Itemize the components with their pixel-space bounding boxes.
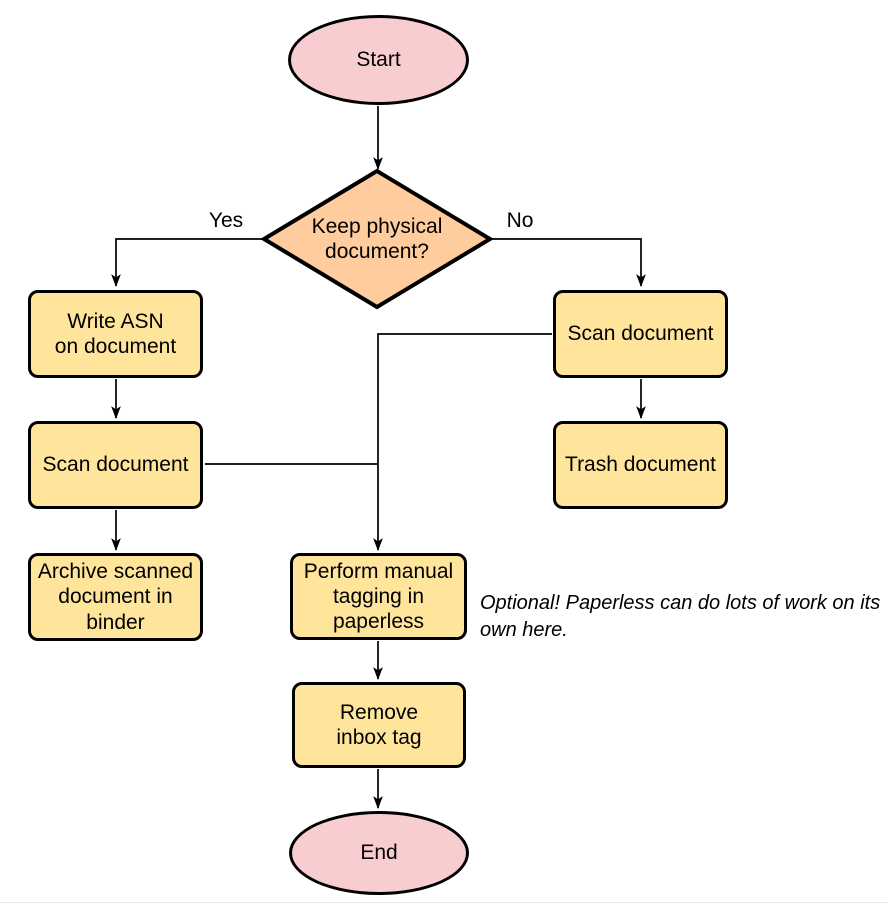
node-scan-document-right-label: Scan document: [567, 322, 714, 346]
node-remove-inbox-tag-label: Remove inbox tag: [336, 700, 422, 749]
node-write-asn: Write ASN on document: [28, 290, 203, 378]
node-trash-document-label: Trash document: [565, 453, 716, 477]
edge-label-no: No: [490, 209, 550, 233]
node-perform-tagging: Perform manual tagging in paperless: [290, 553, 467, 640]
annotation-optional-note: Optional! Paperless can do lots of work …: [480, 592, 881, 641]
page-bottom-edge: [0, 902, 888, 903]
node-end: End: [289, 811, 469, 895]
decision-diamond-shape: [260, 168, 494, 310]
node-perform-tagging-label: Perform manual tagging in paperless: [303, 559, 454, 634]
node-write-asn-label: Write ASN on document: [54, 309, 177, 358]
edge-scan-right-to-perform-tagging: [373, 333, 552, 552]
node-archive-scanned-label: Archive scanned document in binder: [37, 560, 194, 634]
node-remove-inbox-tag: Remove inbox tag: [292, 682, 466, 768]
node-decision-label: Keep physical document?: [311, 214, 443, 263]
edge-decision-yes-to-write-asn: [111, 238, 263, 288]
node-scan-document-left-label: Scan document: [42, 453, 189, 477]
edge-decision-no-to-scan-right: [491, 238, 646, 288]
node-scan-document-left: Scan document: [28, 421, 203, 509]
node-start-label: Start: [356, 48, 401, 72]
node-start: Start: [288, 15, 469, 105]
node-scan-document-right: Scan document: [553, 290, 728, 378]
node-trash-document: Trash document: [553, 421, 728, 509]
node-archive-scanned: Archive scanned document in binder: [28, 553, 203, 641]
edge-label-yes: Yes: [196, 209, 256, 233]
node-end-label: End: [360, 841, 398, 865]
